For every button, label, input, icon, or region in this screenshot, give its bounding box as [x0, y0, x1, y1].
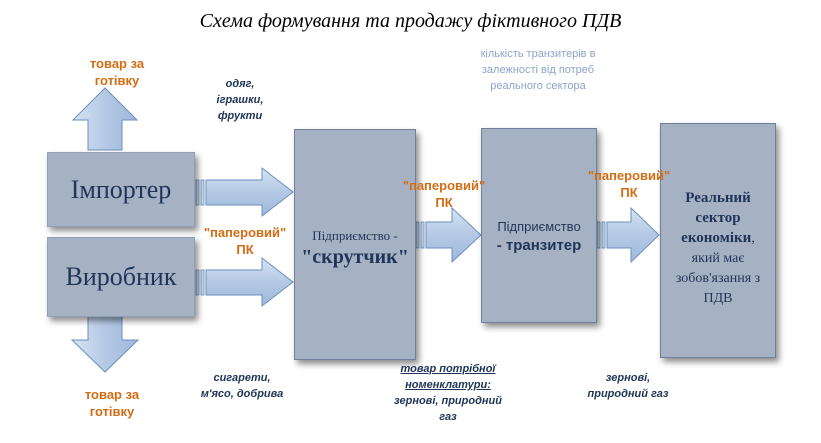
- goods-nomenclature-underlined: товар потрібної номенклатури:: [400, 363, 496, 391]
- real-sector-bold: Реальний сектор економіки: [681, 190, 752, 246]
- up-arrow: [71, 87, 139, 151]
- skrutchyk-box: Підприємство - "скрутчик": [294, 129, 416, 360]
- arrow-tail-stripe: [420, 221, 425, 249]
- arrow-producer-to-skrutchyk: [205, 256, 294, 308]
- skrutchyk-name: "скрутчик": [301, 246, 409, 268]
- skrutchyk-prefix: Підприємство -: [312, 228, 398, 243]
- arrow-importer-to-skrutchyk: [205, 166, 294, 218]
- paper-pk-note-3: "паперовий" ПК: [587, 168, 671, 200]
- arrow-tail-stripe: [195, 179, 200, 206]
- cigarettes-note: сигарети, м'ясо, добрива: [200, 372, 284, 400]
- goods-nomenclature-rest: зернові, природний газ: [394, 395, 502, 423]
- arrow-tail-stripe: [195, 269, 200, 296]
- tranzyter-name: - транзитер: [496, 237, 582, 254]
- arrow-tail-stripe: [200, 179, 205, 206]
- goods-for-cash-top-note: товар за готівку: [89, 56, 145, 88]
- grain-gas-note: зернові, природний газ: [587, 372, 669, 400]
- paper-pk-note-2: "паперовий" ПК: [402, 178, 486, 210]
- real-sector-box: Реальний сектор економіки, який має зобо…: [660, 123, 776, 358]
- down-arrow: [70, 315, 140, 373]
- arrow-tail-stripe: [415, 221, 420, 249]
- transit-count-note: кількість транзитерів в залежності від п…: [480, 48, 596, 92]
- goods-nomenclature-note: товар потрібної номенклатури: зернові, п…: [386, 361, 510, 425]
- tranzyter-prefix: Підприємство: [497, 219, 581, 234]
- goods-for-cash-bottom-note: товар за готівку: [84, 387, 140, 419]
- importer-label: Імпортер: [70, 175, 172, 204]
- arrow-tail-stripe: [596, 221, 601, 249]
- paper-pk-note-1: "паперовий" ПК: [203, 225, 287, 257]
- arrow-skrutchyk-to-tranzyter: [425, 206, 482, 264]
- arrow-tail-stripe: [200, 269, 205, 296]
- producer-label: Виробник: [65, 262, 177, 291]
- arrow-tranzyter-to-real-sector: [606, 206, 660, 264]
- real-sector-rest: , який має зобов'язання з ПДВ: [675, 231, 761, 306]
- tranzyter-box: Підприємство - транзитер: [481, 128, 597, 323]
- producer-box: Виробник: [47, 237, 195, 317]
- diagram-title: Схема формування та продажу фіктивного П…: [199, 10, 622, 32]
- clothes-note: одяг, іграшки, фрукти: [216, 78, 264, 122]
- arrow-tail-stripe: [601, 221, 606, 249]
- importer-box: Імпортер: [47, 152, 195, 227]
